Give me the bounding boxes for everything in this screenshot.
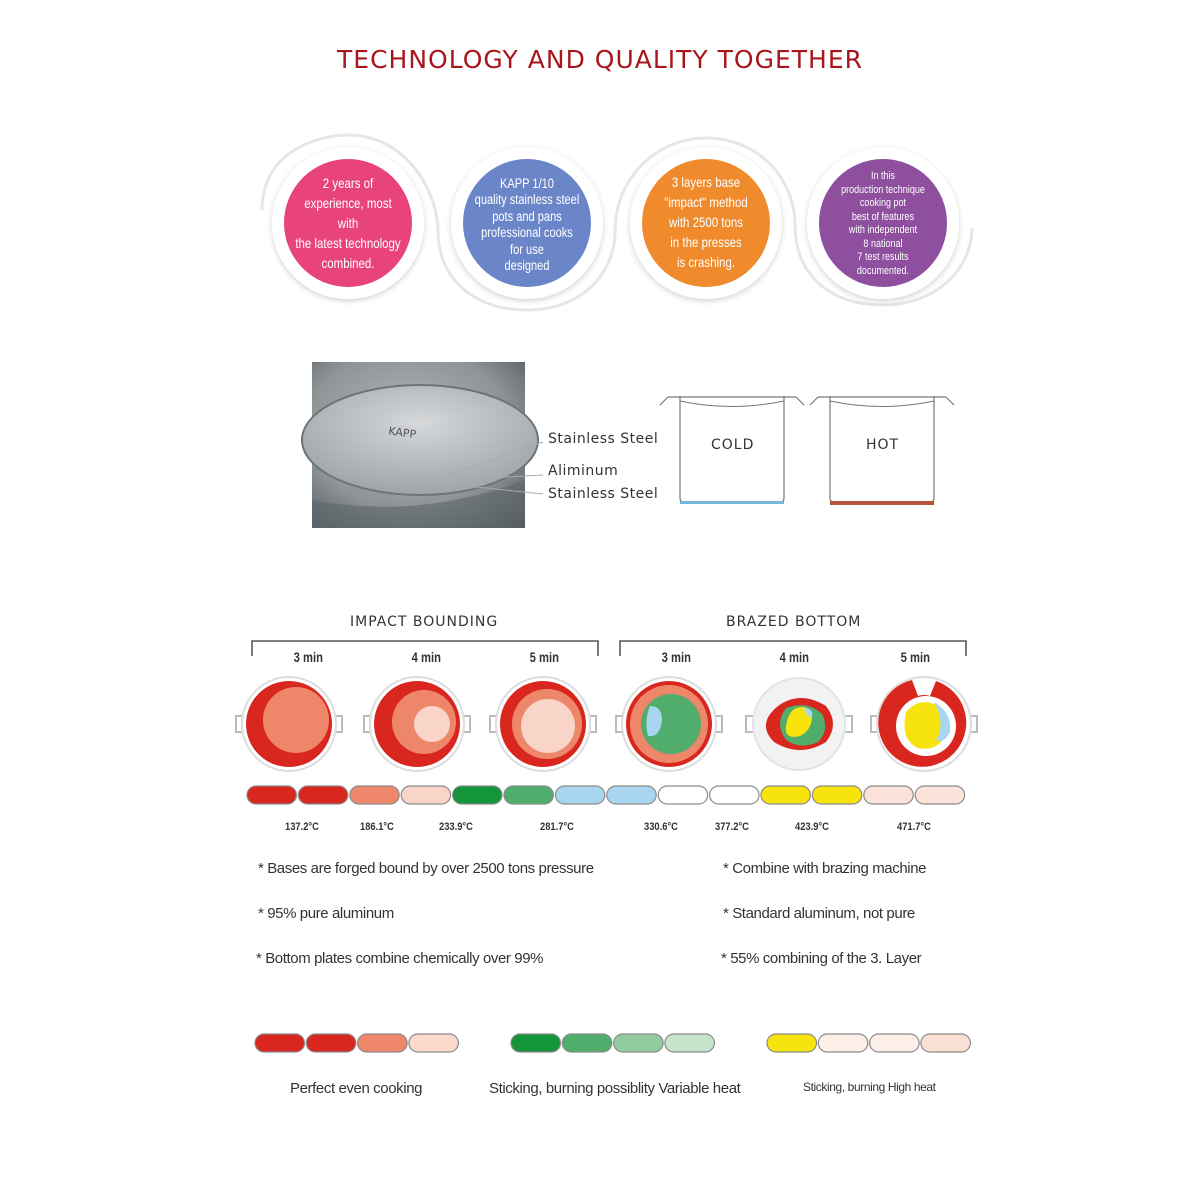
note-right-3: * 55% combining of the 3. Layer	[721, 950, 922, 967]
layer-label-middle: Aliminum	[548, 463, 619, 479]
legend-label-1: Perfect even cooking	[290, 1080, 423, 1097]
feature-circle	[463, 159, 591, 287]
pan-impact-3min	[235, 676, 343, 772]
scale-segment	[349, 785, 400, 805]
hot-label: HOT	[866, 437, 900, 453]
scale-segment	[811, 785, 863, 805]
page-title: TECHNOLOGY AND QUALITY TOGETHER	[337, 45, 863, 74]
section-impact-bounding: IMPACT BOUNDING	[350, 614, 499, 630]
legend-segment	[561, 1033, 613, 1053]
scale-segment	[400, 785, 452, 805]
cold-label: COLD	[711, 437, 755, 453]
scale-segment	[606, 785, 657, 805]
note-left-1: * Bases are forged bound by over 2500 to…	[258, 860, 594, 877]
feature-circles	[272, 147, 959, 299]
scale-segment	[914, 785, 966, 805]
pan-brazed-3min	[615, 676, 723, 772]
feature-circle	[284, 159, 412, 287]
circle-wave	[260, 133, 974, 312]
cold-pot-diagram	[659, 396, 805, 504]
time-label: 5 min	[900, 649, 930, 665]
legend-segment	[408, 1033, 459, 1053]
legend-segment	[305, 1033, 357, 1053]
impact-bracket	[251, 640, 599, 656]
feature-circle	[642, 159, 770, 287]
legend-label-3: Sticking, burning High heat	[803, 1080, 936, 1094]
legend-segment	[357, 1033, 408, 1053]
scale-segment	[297, 785, 349, 805]
scale-segment	[246, 785, 298, 805]
legend-segment	[817, 1033, 869, 1053]
legend-bars	[254, 1033, 972, 1053]
scale-segment	[760, 785, 812, 805]
circle-text-4: In this production technique cooking pot…	[841, 170, 925, 277]
brazed-bracket	[619, 640, 967, 656]
scale-segment	[503, 785, 555, 805]
scale-segment	[452, 785, 503, 805]
legend-segment	[766, 1033, 818, 1053]
pan-impact-4min	[363, 676, 471, 772]
legend-label-2: Sticking, burning possiblity Variable he…	[489, 1080, 741, 1097]
time-label: 3 min	[661, 649, 691, 665]
note-right-1: * Combine with brazing machine	[723, 860, 927, 877]
temperature-label: 137.2°C	[284, 821, 319, 833]
temperature-label: 186.1°C	[359, 821, 394, 833]
note-left-3: * Bottom plates combine chemically over …	[256, 950, 544, 967]
circle-text-1: 2 years of experience, most with the lat…	[295, 175, 401, 271]
legend-segment	[664, 1033, 716, 1053]
note-right-2: * Standard aluminum, not pure	[723, 905, 915, 922]
kapp-logo: KAPP	[388, 424, 418, 441]
legend-segment	[868, 1033, 920, 1053]
heat-distribution-pans	[235, 676, 978, 772]
legend-segment	[254, 1033, 306, 1053]
circle-text-2: KAPP 1/10 quality stainless steel pots a…	[474, 175, 580, 274]
layer-label-top: Stainless Steel	[548, 431, 659, 447]
temperature-label: 233.9°C	[438, 821, 473, 833]
legend-segment	[510, 1033, 562, 1053]
time-label: 4 min	[411, 649, 441, 665]
time-label: 4 min	[779, 649, 809, 665]
pan-brazed-5min	[870, 676, 978, 772]
feature-circle	[819, 159, 947, 287]
pan-impact-5min	[489, 676, 597, 772]
scale-segment	[657, 785, 709, 805]
layer-label-bottom: Stainless Steel	[548, 486, 659, 502]
scale-segment	[554, 785, 606, 805]
note-left-2: * 95% pure aluminum	[258, 905, 394, 922]
hot-pot-diagram	[809, 396, 955, 505]
temperature-scale	[246, 785, 966, 805]
scale-segment	[863, 785, 914, 805]
time-label: 5 min	[529, 649, 559, 665]
section-brazed-bottom: BRAZED BOTTOM	[726, 614, 862, 630]
circle-text-3: 3 layers base "impact" method with 2500 …	[664, 174, 748, 270]
time-label: 3 min	[293, 649, 323, 665]
scale-segment	[708, 785, 760, 805]
pan-brazed-4min	[745, 677, 853, 771]
temperature-label: 471.7°C	[896, 821, 931, 833]
temperature-label: 281.7°C	[539, 821, 574, 833]
temperature-label: 423.9°C	[794, 821, 829, 833]
pot-base-photo: KAPP	[301, 362, 539, 528]
temperature-label: 377.2°C	[714, 821, 749, 833]
temperature-label: 330.6°C	[643, 821, 678, 833]
legend-segment	[612, 1033, 664, 1053]
legend-segment	[920, 1033, 972, 1053]
